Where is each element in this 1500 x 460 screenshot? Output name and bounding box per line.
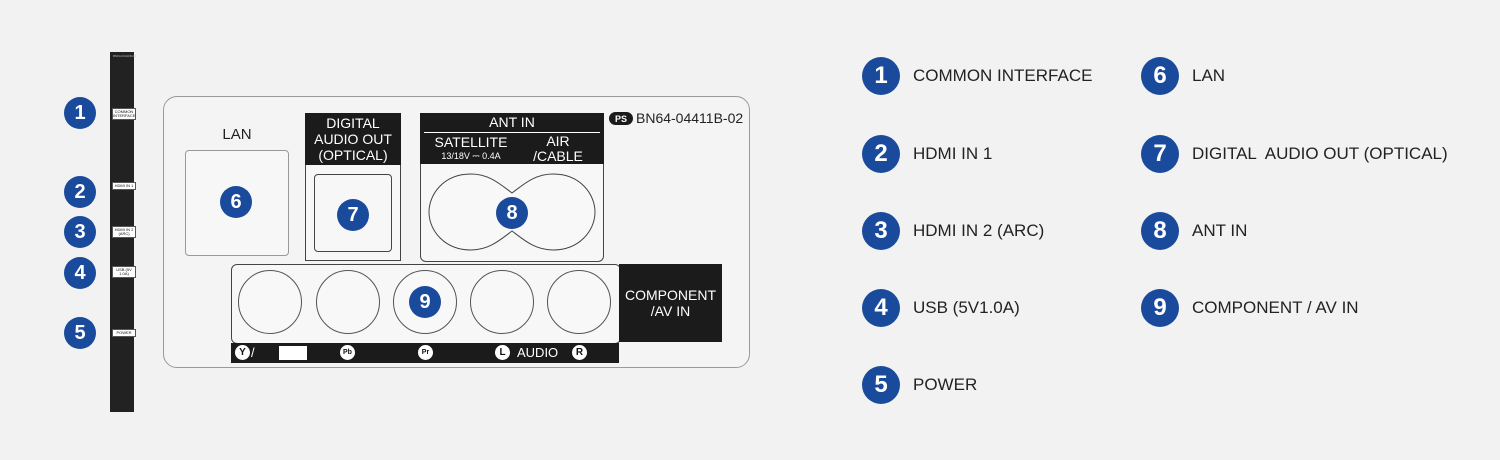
digital-audio-label-line-3: (OPTICAL)	[318, 147, 388, 163]
side-badge-3: 3	[64, 216, 96, 248]
air-cable-label: AIR /CABLE	[518, 134, 598, 164]
digital-audio-label-line-1: DIGITAL	[326, 115, 380, 131]
legend-label-3: HDMI IN 2 (ARC)	[913, 221, 1045, 240]
side-badge-4: 4	[64, 257, 96, 289]
y-marker: Y	[235, 345, 250, 360]
legend-label-6: LAN	[1192, 66, 1226, 85]
ant-in-divider	[424, 132, 600, 133]
audio-label: AUDIO	[517, 345, 559, 360]
optical-badge-7: 7	[337, 199, 369, 231]
audio-l-marker: L	[495, 345, 510, 360]
legend-label-4: USB (5V1.0A)	[913, 298, 1020, 317]
legend-badge-2: 2	[862, 135, 900, 173]
lan-badge-6: 6	[220, 186, 252, 218]
component-jack-y	[238, 270, 302, 334]
ant-badge-8: 8	[496, 197, 528, 229]
video-label-box	[279, 346, 307, 360]
legend-label-2: HDMI IN 1	[913, 144, 993, 163]
legend-badge-1: 1	[862, 57, 900, 95]
digital-audio-label-line-2: AUDIO OUT	[314, 131, 392, 147]
side-port-hdmi-2: HDMI IN 2 (ARC)	[112, 226, 136, 238]
audio-r-marker: R	[572, 345, 587, 360]
legend-label-7: DIGITAL AUDIO OUT (OPTICAL)	[1192, 144, 1448, 163]
component-label-line-2: /AV IN	[650, 303, 691, 319]
legend-label-8: ANT IN	[1192, 221, 1248, 240]
pb-marker: Pb	[340, 345, 355, 360]
component-label-line-1: COMPONENT	[625, 287, 716, 303]
side-badge-1: 1	[64, 97, 96, 129]
lan-label: LAN	[222, 126, 252, 143]
legend-badge-5: 5	[862, 366, 900, 404]
side-port-power: POWER	[112, 329, 136, 337]
legend-badge-8: 8	[1141, 212, 1179, 250]
ps-marker: PS	[609, 112, 633, 125]
y-slash: /	[251, 345, 255, 360]
side-strip-label: BN64-04411B-02	[113, 54, 136, 58]
air-label-line-2: /CABLE	[533, 148, 583, 164]
pr-marker: Pr	[418, 345, 433, 360]
component-jack-audio-l	[470, 270, 534, 334]
optical-port	[314, 174, 392, 252]
digital-audio-header: DIGITAL AUDIO OUT (OPTICAL)	[305, 113, 401, 167]
component-jack-pb	[316, 270, 380, 334]
air-label-line-1: AIR	[546, 133, 570, 149]
satellite-label: SATELLITE	[434, 134, 508, 150]
legend-label-5: POWER	[913, 375, 978, 394]
side-badge-5: 5	[64, 317, 96, 349]
legend-badge-7: 7	[1141, 135, 1179, 173]
ant-in-header	[420, 113, 604, 165]
legend-label-9: COMPONENT / AV IN	[1192, 298, 1359, 317]
legend-badge-4: 4	[862, 289, 900, 327]
legend-badge-9: 9	[1141, 289, 1179, 327]
side-port-hdmi-1: HDMI IN 1	[112, 182, 136, 190]
component-label: COMPONENT /AV IN	[619, 264, 722, 342]
side-port-usb: USB (5V 1.0A)	[112, 266, 136, 278]
side-badge-2: 2	[64, 176, 96, 208]
component-jack-audio-r	[547, 270, 611, 334]
side-port-common-interface: COMMON INTERFACE	[112, 108, 136, 120]
legend-badge-3: 3	[862, 212, 900, 250]
part-number: BN64-04411B-02	[636, 110, 744, 126]
satellite-spec: 13/18V ⎓ 0.4A	[441, 151, 501, 161]
ant-in-title: ANT IN	[489, 114, 535, 130]
component-badge-9: 9	[409, 286, 441, 318]
legend-label-1: COMMON INTERFACE	[913, 66, 1093, 85]
legend-badge-6: 6	[1141, 57, 1179, 95]
